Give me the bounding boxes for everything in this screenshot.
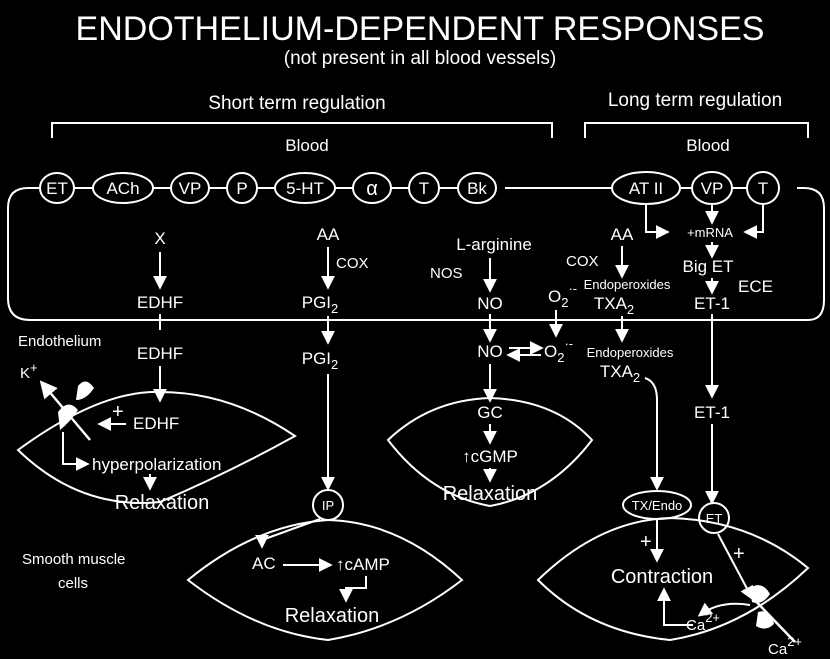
l-arginine-label: L-arginine xyxy=(456,235,532,254)
cox-label-2: COX xyxy=(566,253,599,270)
svg-text:TX/Endo: TX/Endo xyxy=(632,498,683,513)
section-short-term: Short term regulation xyxy=(208,93,385,114)
diagram-title: ENDOTHELIUM-DEPENDENT RESPONSES xyxy=(76,10,765,48)
endoperoxides-label-2: Endoperoxides xyxy=(587,345,674,360)
edhf-pathway: X EDHF EDHF xyxy=(137,229,183,403)
svg-text:VP: VP xyxy=(179,179,202,198)
short-term-agonists: ET ACh VP P 5-HT α T Bk xyxy=(39,172,497,204)
et-pathway: AA COX Endoperoxides TXA2 Endoperoxides … xyxy=(566,204,773,505)
svg-text:ET: ET xyxy=(46,179,68,198)
relaxation-label-3: Relaxation xyxy=(443,483,538,505)
nos-label: NOS xyxy=(430,265,463,282)
et-receptor: ET xyxy=(698,502,730,534)
agonist-5ht: 5-HT xyxy=(274,172,336,204)
smooth-muscle-label-2: cells xyxy=(58,575,88,592)
cgmp-label: ↑cGMP xyxy=(462,447,518,466)
svg-text:T: T xyxy=(419,179,429,198)
long-term-agonists: AT II VP T xyxy=(611,171,780,205)
k-plus-label: K+ xyxy=(20,360,38,382)
agonist-p: P xyxy=(226,172,258,204)
aa-label-1: AA xyxy=(317,225,340,244)
cox-label-1: COX xyxy=(336,255,369,272)
superoxide-label-2: O2·- xyxy=(544,336,573,365)
agonist-t-long: T xyxy=(746,171,780,205)
contraction-label: Contraction xyxy=(611,566,713,588)
big-et-label: Big ET xyxy=(682,257,733,276)
svg-text:α: α xyxy=(366,178,378,200)
svg-text:Bk: Bk xyxy=(467,179,487,198)
pgi2-label-1: PGI2 xyxy=(302,293,339,316)
pgi2-label-2: PGI2 xyxy=(302,349,339,372)
et1-label-2: ET-1 xyxy=(694,403,730,422)
section-long-term: Long term regulation xyxy=(608,90,782,111)
no-pathway: L-arginine NOS NO NO O2·- O2·- xyxy=(430,235,577,403)
svg-text:AT II: AT II xyxy=(629,179,663,198)
smooth-muscle-cell-3: GC ↑cGMP Relaxation xyxy=(386,396,594,508)
plus-sign-1: + xyxy=(112,401,124,423)
agonist-alpha: α xyxy=(352,172,392,204)
diagram-subtitle: (not present in all blood vessels) xyxy=(284,48,556,69)
endothelium-label: Endothelium xyxy=(18,333,101,350)
agonist-et: ET xyxy=(39,172,75,204)
endoperoxides-label-1: Endoperoxides xyxy=(584,277,671,292)
smooth-muscle-cell-1: K+ + EDHF hyperpolarization Relaxation xyxy=(16,360,297,514)
svg-text:ACh: ACh xyxy=(106,179,139,198)
plus-sign-3: + xyxy=(733,543,745,565)
endothelial-cell-outline xyxy=(7,187,825,321)
agonist-vp-long: VP xyxy=(691,171,733,205)
superoxide-label-1: O2·- xyxy=(548,281,577,310)
relaxation-label-1: Relaxation xyxy=(115,492,210,514)
txa2-label-1: TXA2 xyxy=(594,294,634,317)
plus-sign-2: + xyxy=(640,531,652,553)
gc-label: GC xyxy=(477,403,503,422)
ca-label-2: Ca2+ xyxy=(768,634,802,658)
edhf-label-3: EDHF xyxy=(133,414,179,433)
agonist-bk: Bk xyxy=(457,172,497,204)
ece-label: ECE xyxy=(738,277,773,296)
no-label-2: NO xyxy=(477,342,503,361)
svg-text:IP: IP xyxy=(322,498,334,513)
smooth-muscle-label-1: Smooth muscle xyxy=(22,551,125,568)
relaxation-label-2: Relaxation xyxy=(285,605,380,627)
tx-endo-receptor: TX/Endo xyxy=(622,490,692,520)
bracket-long-term xyxy=(584,122,809,138)
bracket-short-term xyxy=(51,122,553,138)
svg-text:T: T xyxy=(758,179,768,198)
x-label: X xyxy=(154,229,165,248)
pgi2-pathway: AA COX PGI2 PGI2 xyxy=(302,225,369,491)
agonist-ach: ACh xyxy=(92,172,154,204)
et1-label-1: ET-1 xyxy=(694,294,730,313)
smooth-muscle-cell-2: IP AC ↑cAMP Relaxation xyxy=(186,489,464,642)
smooth-muscle-cell-4: TX/Endo ET + + Contraction Ca2+ Ca2+ xyxy=(536,490,810,658)
no-label-1: NO xyxy=(477,294,503,313)
ac-label: AC xyxy=(252,554,276,573)
agonist-at-ii: AT II xyxy=(611,171,681,205)
agonist-vp: VP xyxy=(170,172,210,204)
svg-text:VP: VP xyxy=(701,179,724,198)
edhf-label-1: EDHF xyxy=(137,293,183,312)
blood-label-short: Blood xyxy=(285,136,328,155)
camp-label: ↑cAMP xyxy=(336,555,390,574)
mrna-label: +mRNA xyxy=(687,225,733,240)
ip-receptor: IP xyxy=(312,489,344,521)
aa-label-2: AA xyxy=(611,225,634,244)
blood-label-long: Blood xyxy=(686,136,729,155)
agonist-t: T xyxy=(408,172,440,204)
svg-text:ET: ET xyxy=(706,511,723,526)
svg-text:5-HT: 5-HT xyxy=(286,179,324,198)
hyperpolarization-label: hyperpolarization xyxy=(92,455,221,474)
svg-text:P: P xyxy=(236,179,247,198)
edhf-label-2: EDHF xyxy=(137,344,183,363)
txa2-label-2: TXA2 xyxy=(600,362,640,385)
